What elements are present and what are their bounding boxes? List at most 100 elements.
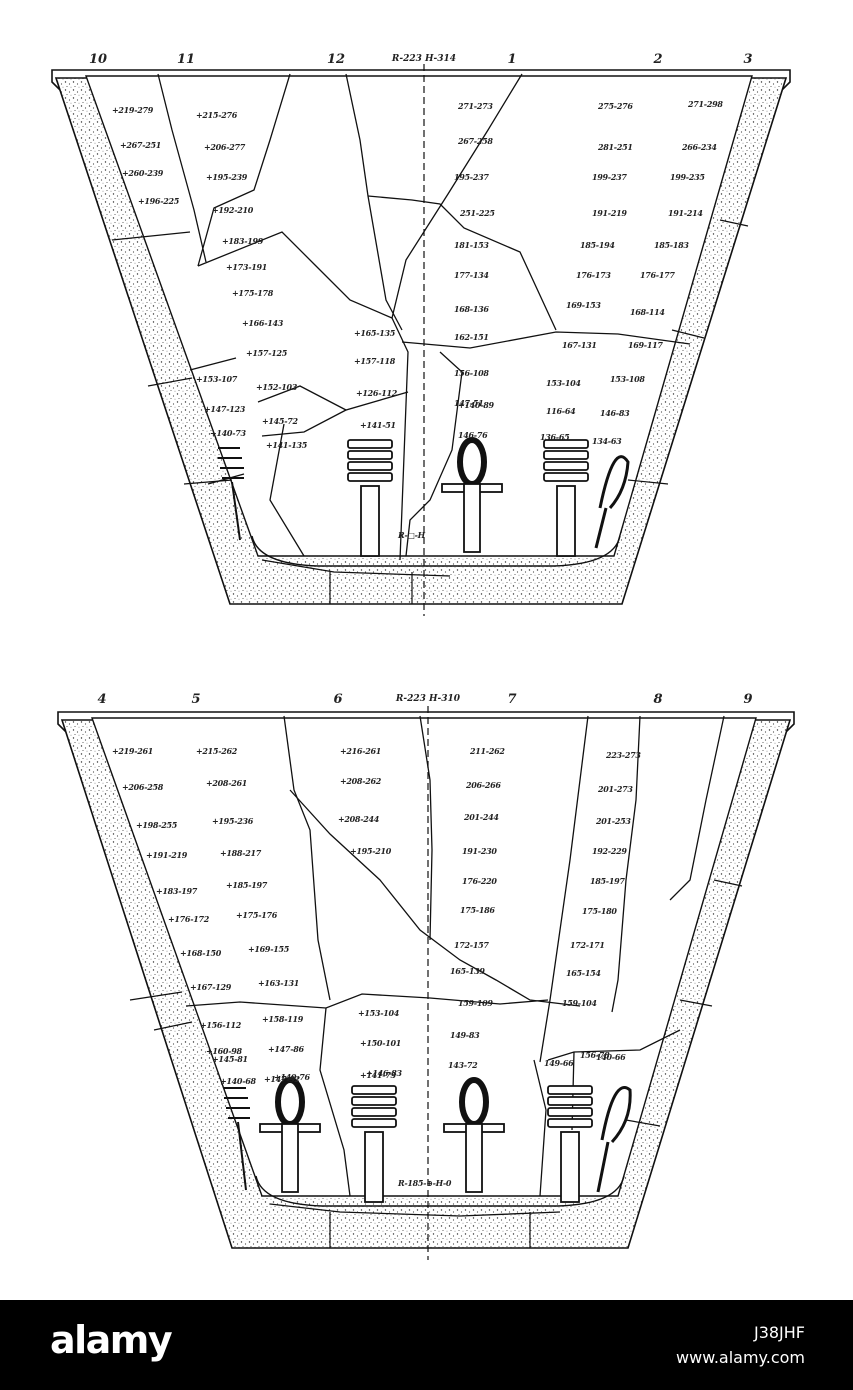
bottom-vessel-survey-mark: 149-66: [544, 1058, 574, 1068]
top-vessel-survey-mark: 185-194: [580, 240, 615, 250]
top-vessel-crack-line: [197, 73, 291, 267]
top-vessel-crack-line: [197, 231, 409, 561]
top-vessel-survey-mark: 162-151: [454, 332, 489, 342]
top-vessel-survey-mark: +153-107: [196, 374, 238, 384]
top-vessel-inner-face: [85, 75, 753, 557]
top-vessel-survey-mark: 199-237: [592, 172, 627, 182]
bottom-vessel-wall-seam: [625, 1119, 661, 1127]
top-vessel-survey-mark: 153-108: [610, 374, 645, 384]
bottom-vessel-djed-band: [351, 1118, 397, 1128]
bottom-vessel-survey-mark: 175-180: [582, 906, 617, 916]
top-vessel-survey-mark: 271-298: [688, 99, 723, 109]
bottom-vessel-survey-mark: 223-273: [606, 750, 641, 760]
bottom-vessel-number-6: 6: [333, 692, 343, 707]
bottom-vessel-survey-mark: 175-186: [460, 905, 495, 915]
bottom-vessel-survey-mark: +158-119: [262, 1014, 304, 1024]
bottom-vessel-ankh-partial: [596, 1086, 632, 1193]
bottom-vessel-survey-mark: +156-112: [200, 1020, 242, 1030]
watermark-logo: alamy: [50, 1318, 173, 1362]
top-vessel-crack-line: [261, 409, 347, 437]
bottom-vessel-djed-band: [351, 1107, 397, 1117]
bottom-vessel-survey-mark: 149-83: [450, 1030, 480, 1040]
top-vessel-survey-mark: +192-210: [212, 205, 254, 215]
top-vessel-crack-line: [157, 73, 207, 263]
bottom-vessel-djed-band: [547, 1096, 593, 1106]
top-vessel-survey-mark: 156-108: [454, 368, 489, 378]
bottom-vessel-crack-line: [269, 1203, 561, 1217]
top-vessel-survey-mark: +173-191: [226, 262, 268, 272]
top-vessel-crack-line: [269, 423, 305, 557]
bottom-vessel-survey-mark: +191-219: [146, 850, 188, 860]
bottom-vessel-survey-mark: +147-92: [264, 1074, 300, 1084]
bottom-vessel-survey-mark: 211-262: [470, 746, 505, 756]
top-vessel-djed-band: [347, 461, 393, 471]
top-vessel-survey-mark: +206-277: [204, 142, 246, 152]
bottom-vessel-survey-mark: +215-262: [196, 746, 238, 756]
watermark-url: www.alamy.com: [676, 1348, 805, 1367]
bottom-vessel-survey-mark: +175-176: [236, 910, 278, 920]
top-vessel-djed-band: [543, 450, 589, 460]
bottom-vessel-crack-line: [185, 993, 549, 1009]
top-vessel-survey-mark: 191-219: [592, 208, 627, 218]
bottom-vessel-survey-mark: +208-262: [340, 776, 382, 786]
top-vessel-wall-seam: [111, 231, 191, 241]
bottom-vessel-djed-band: [351, 1096, 397, 1106]
bottom-vessel-survey-mark: +198-255: [136, 820, 178, 830]
bottom-vessel-number-8: 8: [653, 692, 663, 707]
top-vessel-survey-mark: 136-65: [540, 432, 570, 442]
bottom-vessel-crack-line: [611, 715, 641, 1013]
top-vessel-wall-seam: [719, 219, 749, 227]
bottom-vessel-survey-mark: 140-66: [596, 1052, 626, 1062]
bottom-vessel-survey-mark: +176-172: [168, 914, 210, 924]
top-vessel-survey-mark: +195-239: [206, 172, 248, 182]
top-vessel-djed-pillar: [556, 485, 576, 557]
top-vessel-survey-mark: 267-258: [458, 136, 493, 146]
bottom-vessel-crack-line: [539, 715, 589, 1063]
top-vessel-axis-label: R-223 H-314: [391, 54, 457, 64]
bottom-vessel-survey-mark: 176-220: [462, 876, 497, 886]
bottom-vessel-djed-pillar: [560, 1131, 580, 1203]
top-vessel-survey-mark: +126-112: [356, 388, 398, 398]
top-vessel-survey-mark: 195-237: [454, 172, 489, 182]
top-vessel-survey-mark: +267-251: [120, 140, 162, 150]
bottom-vessel-wall-seam: [713, 879, 743, 887]
top-vessel-number-2: 2: [653, 52, 663, 67]
top-vessel-survey-mark: 185-183: [654, 240, 689, 250]
bottom-vessel-survey-mark: +140-76: [274, 1072, 310, 1082]
top-vessel-survey-mark: 169-117: [628, 340, 663, 350]
bottom-vessel-survey-mark: +219-261: [112, 746, 154, 756]
top-vessel-survey-mark: 134-63: [592, 436, 622, 446]
top-vessel-survey-mark: +141-51: [360, 420, 396, 430]
bottom-vessel-survey-mark: +183-197: [156, 886, 198, 896]
top-vessel-survey-mark: +166-143: [242, 318, 284, 328]
bottom-vessel-survey-mark: +185-197: [226, 880, 268, 890]
bottom-vessel-floor-curve: [255, 1175, 625, 1207]
top-vessel-crack-line: [257, 385, 409, 411]
top-vessel-center-mark: R-□-H: [398, 530, 425, 540]
bottom-vessel-survey-mark: +216-261: [340, 746, 382, 756]
top-vessel-survey-mark: 116-64: [546, 406, 576, 416]
bottom-vessel-wall-seam: [679, 999, 713, 1007]
top-vessel-survey-mark: +152-103: [256, 382, 298, 392]
bottom-vessel-survey-mark: 201-253: [596, 816, 631, 826]
bottom-vessel-number-5: 5: [191, 692, 201, 707]
top-vessel-survey-mark: +260-239: [122, 168, 164, 178]
bottom-vessel-survey-mark: 201-273: [598, 784, 633, 794]
top-vessel-survey-mark: 176-173: [576, 270, 611, 280]
watermark-bar: alamy J38JHF www.alamy.com: [0, 1300, 853, 1390]
bottom-vessel-djed-band: [547, 1085, 593, 1095]
top-vessel-survey-mark: +196-225: [138, 196, 180, 206]
bottom-vessel-survey-mark: 172-171: [570, 940, 605, 950]
bottom-vessel-number-9: 9: [743, 692, 753, 707]
top-vessel-djed-band: [543, 439, 589, 449]
bottom-vessel-survey-mark: 206-266: [466, 780, 501, 790]
top-vessel-ankh-shaft: [463, 483, 481, 553]
top-vessel-wall-seam: [671, 329, 705, 339]
top-vessel-survey-mark: +147-123: [204, 404, 246, 414]
top-vessel-survey-mark: +157-125: [246, 348, 288, 358]
top-vessel-survey-mark: +145-72: [262, 416, 298, 426]
top-vessel-survey-mark: +219-279: [112, 105, 154, 115]
bottom-vessel-survey-mark: +163-131: [258, 978, 300, 988]
bottom-vessel-survey-mark: +195-236: [212, 816, 254, 826]
